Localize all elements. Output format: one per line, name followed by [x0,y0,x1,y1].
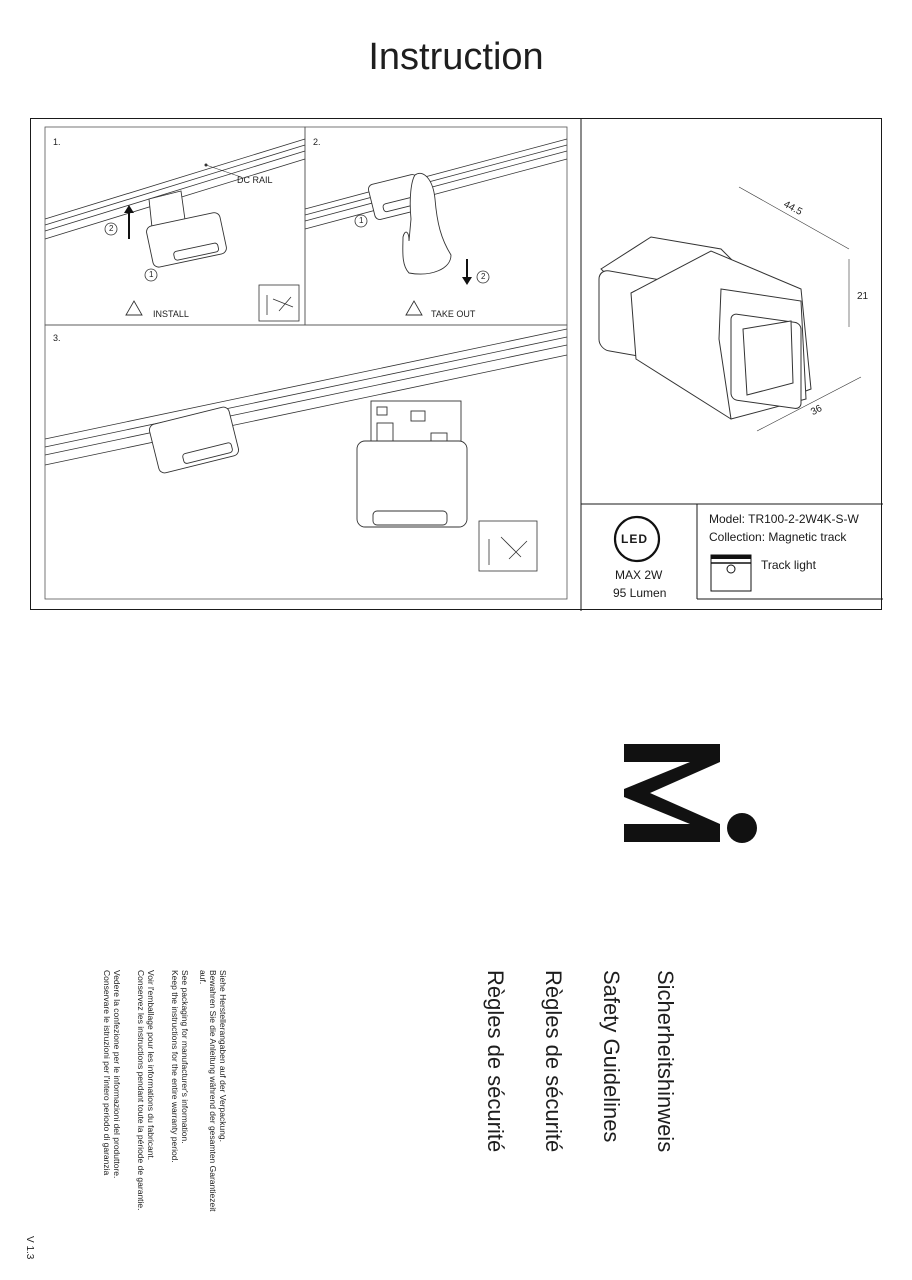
dimension-lines [738,186,862,432]
safety-text-de-2: Bewahren Sie die Anleitung während der g… [208,970,218,1212]
power-spec: MAX 2W [615,568,663,582]
safety-text-it-1: Vedere la confezione per le informazioni… [112,970,122,1179]
safety-text-de-3: auf. [198,970,208,985]
safety-heading-fr: Règles de sécurité [541,970,566,1153]
panel-drawings [44,119,883,611]
dc-rail-callout: DC RAIL [237,175,273,185]
step-1-number: 1. [53,137,61,147]
safety-text-en-2: Keep the instructions for the entire war… [170,970,180,1163]
dimension-height: 21 [857,291,869,302]
hand-icon [402,172,452,275]
safety-text-fr-1: Voir l'emballage pour les informations d… [146,970,156,1161]
lumen-spec: 95 Lumen [613,586,667,600]
step1-module [146,190,227,268]
type-spec: Track light [761,558,816,572]
callout-circle-1-step1: 1 [149,270,154,279]
page-title: Instruction [368,36,544,78]
led-badge-icon [613,515,661,563]
safety-text-it-2: Conservare le istruzioni per l'intero pe… [102,970,112,1176]
step3-large-module [356,400,468,528]
instruction-panel: 1. 2. 3. DC RAIL 2 1 1 2 INSTALL TAKE OU… [30,118,883,611]
safety-heading-en: Safety Guidelines [599,970,624,1143]
step3-rail [44,328,568,466]
take-out-label: TAKE OUT [431,309,476,319]
safety-heading-fr-2: Règles de sécurité [483,970,508,1153]
step2-rail [304,138,568,230]
install-label: INSTALL [153,309,189,319]
collection-spec: Collection: Magnetic track [709,530,847,544]
track-light-icon [710,554,752,592]
safety-text-en-1: See packaging for manufacturer's informa… [180,970,190,1144]
product-isometric [598,236,812,420]
step3-small-module [148,406,240,474]
callout-circle-2-step2: 2 [481,272,486,281]
callout-circle-1-step2: 1 [359,216,364,225]
version-label: V 1.3 [24,1236,35,1260]
model-spec: Model: TR100-2-2W4K-S-W [709,512,859,526]
led-badge-text: LED [621,532,648,546]
step-2-number: 2. [313,137,321,147]
safety-text-fr-2: Conservez les instructions pendant toute… [136,970,146,1211]
callout-circle-2-step1: 2 [109,224,114,233]
step-3-number: 3. [53,333,61,343]
safety-text-de-1: Siehe Herstellerangaben auf der Verpacku… [218,970,228,1143]
safety-heading-de: Sicherheitshinweis [653,970,678,1153]
step2-module [367,174,425,220]
